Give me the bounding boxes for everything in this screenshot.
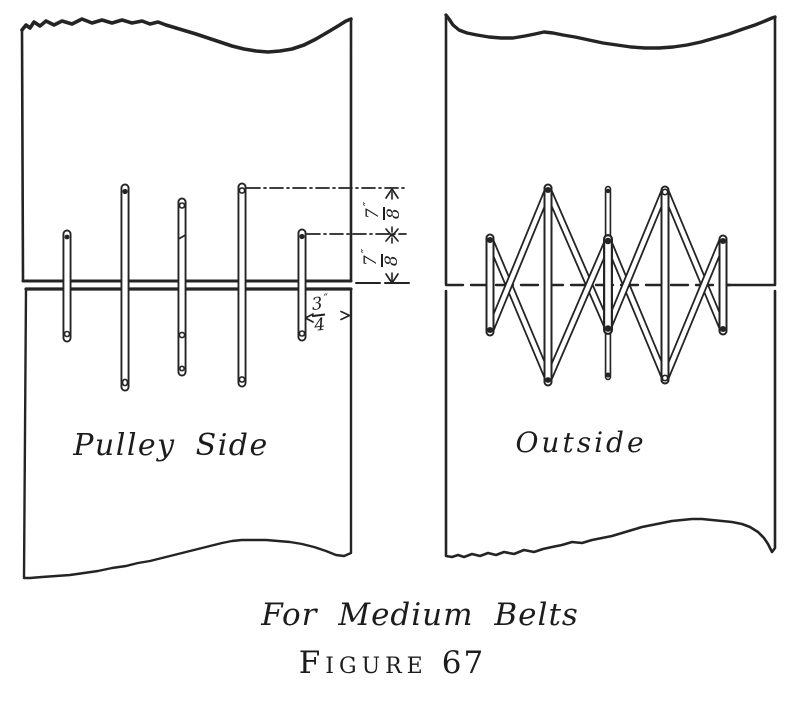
fraction-numerator: 7 [361,255,381,267]
dimension-arrow-star-down [385,228,399,237]
inch-mark: ″ [361,201,375,207]
lace-bar-end-caps [487,187,726,383]
zigzag-strand-7 [661,186,727,333]
zigzag-strand-5 [604,237,669,382]
dimension-arrow-star-up [385,233,399,242]
right-belt-upper-top-edge [444,13,777,50]
lace-slot-eyelets [63,187,306,387]
left-belt-lower-piece [22,287,353,580]
dimension-seven-eighths-lower: 7 8 ″ [359,238,402,278]
outside-lacing-strands [486,186,727,384]
zigzag-strand-2 [486,186,552,335]
right-belt-lower-piece [444,289,777,559]
fraction: 7 8 [363,207,404,221]
fraction-denominator: 4 [313,314,327,336]
fraction-numerator: 7 [363,208,383,220]
fraction-denominator: 8 [383,208,404,220]
figure-word: Figure [298,645,428,681]
dimension-arrow-up [385,188,399,199]
figure-caption-subject: For Medium Belts [261,597,579,633]
dimension-lines [246,187,414,323]
pulley-side-label: Pulley Side [73,428,269,463]
fraction-numerator: 3 [310,293,324,316]
slot-margin-arrow-right [340,310,351,321]
left-belt-upper-top-edge [20,17,353,54]
dimension-seven-eighths-upper: 7 8 ″ [361,191,404,231]
fraction: 7 8 [361,254,402,268]
outside-lace-bars [485,183,728,387]
dimension-arrow-down [385,273,399,284]
outside-label: Outside [515,426,647,459]
figure-caption-number-line: Figure 67 [240,645,544,681]
fraction-denominator: 8 [381,255,402,267]
zigzag-strand-6 [604,186,669,332]
zigzag-strand-3 [544,186,612,332]
zigzag-strand-1 [486,236,552,382]
zigzag-strand-8 [661,235,727,383]
zigzag-strand-4 [544,237,612,384]
pulley-side-lace-slots [62,182,307,392]
inch-mark: ″ [359,248,373,254]
figure-number: 67 [441,645,486,681]
